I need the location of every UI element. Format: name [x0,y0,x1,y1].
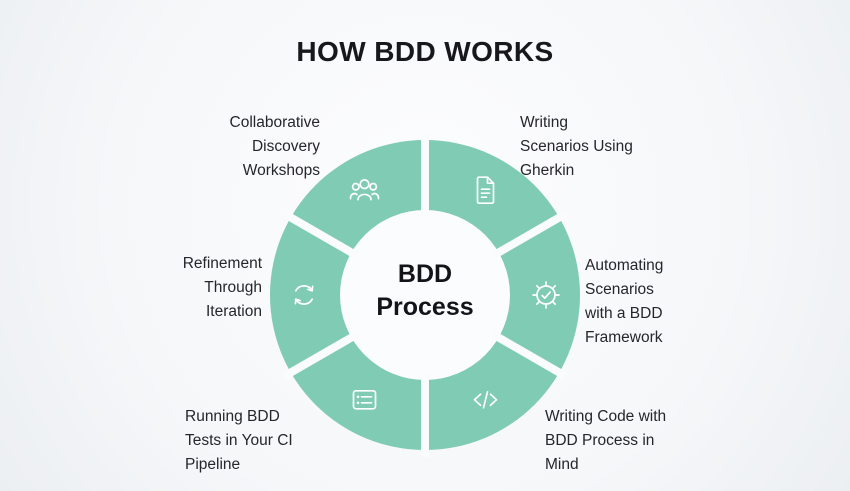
step-label-refinement: Refinement Through Iteration [182,255,262,321]
ci-pipeline-icon [352,389,377,410]
document-icon [476,176,495,205]
refresh-iteration-icon [294,285,314,305]
team-icon [349,179,380,201]
page-title: HOW BDD WORKS [296,36,554,67]
step-label-collaborative-discovery: Collaborative Discovery Workshops [229,114,320,180]
code-icon [473,390,498,409]
gear-check-icon [532,281,560,309]
bdd-cycle-diagram [270,133,580,457]
step-label-running-tests: Running BDD Tests in Your CI Pipeline [185,408,293,474]
diagram-center-label: BDD Process [376,260,474,321]
step-label-writing-code: Writing Code with BDD Process in Mind [545,408,667,474]
segment-gap-lines [282,133,568,457]
step-label-writing-scenarios: Writing Scenarios Using Gherkin [520,114,633,180]
donut-hole [340,210,510,380]
step-label-automating-scenarios: Automating Scenarios with a BDD Framewor… [585,257,664,347]
